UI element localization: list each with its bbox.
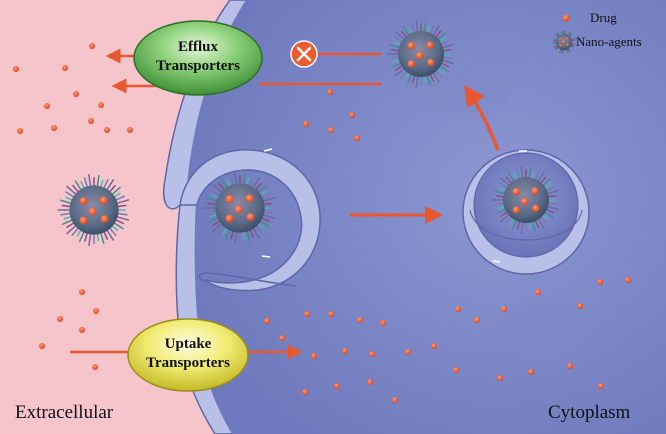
vesicle-rim xyxy=(469,209,583,241)
nano-agent xyxy=(57,173,130,247)
uptake-label-line2: Transporters xyxy=(146,355,230,371)
drug-dot xyxy=(104,127,110,133)
cytoplasm-label: Cytoplasm xyxy=(548,402,631,423)
drug-dot xyxy=(567,363,573,369)
drug-dot xyxy=(535,289,541,295)
drug-dot xyxy=(354,135,360,141)
nano-agent xyxy=(492,166,559,234)
drug-dot xyxy=(79,289,85,295)
drug-dot xyxy=(57,316,63,322)
drug-dot xyxy=(39,343,45,349)
drug-dot xyxy=(497,375,503,381)
drug-dot xyxy=(304,311,310,317)
drug-dot xyxy=(597,279,603,285)
drug-dots-layer xyxy=(13,43,631,403)
drug-dot xyxy=(625,277,631,283)
escape-arrow xyxy=(463,85,500,151)
drug-dot xyxy=(264,318,270,324)
legend-drug-label: Drug xyxy=(590,10,617,25)
drug-dot xyxy=(334,383,340,389)
legend-nano-label: Nano-agents xyxy=(576,34,642,49)
legend-nano-swatch xyxy=(551,29,576,55)
drug-dot xyxy=(357,317,363,323)
legend-nano-icon xyxy=(551,29,576,55)
drug-dot xyxy=(528,369,534,375)
drug-dot xyxy=(431,343,437,349)
drug-dot xyxy=(89,43,95,49)
drug-dot xyxy=(405,349,411,355)
drug-dot xyxy=(392,397,398,403)
drug-dot xyxy=(98,102,104,108)
drug-dot xyxy=(51,125,57,131)
drug-dot xyxy=(73,91,79,97)
nano-agents-layer xyxy=(57,20,559,247)
drug-dot xyxy=(93,308,99,314)
drug-dot xyxy=(453,367,459,373)
drug-dot xyxy=(474,317,480,323)
efflux-label-line2: Transporters xyxy=(156,58,240,74)
endocytic-pocket xyxy=(179,149,321,292)
drug-dot xyxy=(328,311,334,317)
membrane-fold xyxy=(198,272,297,287)
drug-dot xyxy=(327,89,333,95)
drug-dot xyxy=(328,127,334,133)
drug-dot xyxy=(127,127,133,133)
drug-dot xyxy=(13,66,19,72)
nano-agent xyxy=(203,171,276,245)
drug-dot xyxy=(302,389,308,395)
drug-dot xyxy=(342,348,348,354)
drug-dot xyxy=(349,112,355,118)
drug-dot xyxy=(88,118,94,124)
efflux-transporter: Efflux Transporters xyxy=(133,20,263,96)
legend: Drug Nano-agents xyxy=(551,10,642,55)
drug-dot xyxy=(455,306,461,312)
drug-dot xyxy=(79,327,85,333)
organelle-blob xyxy=(495,302,585,358)
drug-dot xyxy=(369,351,375,357)
drug-dot xyxy=(501,306,507,312)
drug-dot xyxy=(62,65,68,71)
drug-dot xyxy=(380,320,386,326)
drug-dot xyxy=(367,379,373,385)
drug-dot xyxy=(17,128,23,134)
legend-drug-swatch xyxy=(562,14,570,22)
drug-dot xyxy=(598,383,604,389)
drug-dot xyxy=(577,303,583,309)
drug-dot xyxy=(92,364,98,370)
drug-dot xyxy=(279,335,285,341)
membrane-ticks xyxy=(261,148,527,263)
arrows xyxy=(70,48,500,360)
drug-dot xyxy=(44,103,50,109)
extracellular-label: Extracellular xyxy=(15,402,114,423)
uptake-transporter: Uptake Transporters xyxy=(127,318,249,392)
drug-dot xyxy=(311,353,317,359)
drug-dot xyxy=(303,121,309,127)
nano-agent xyxy=(387,20,454,88)
efflux-label-line1: Efflux xyxy=(178,39,219,55)
cross-icon xyxy=(290,40,318,68)
uptake-label-line1: Uptake xyxy=(165,336,212,352)
